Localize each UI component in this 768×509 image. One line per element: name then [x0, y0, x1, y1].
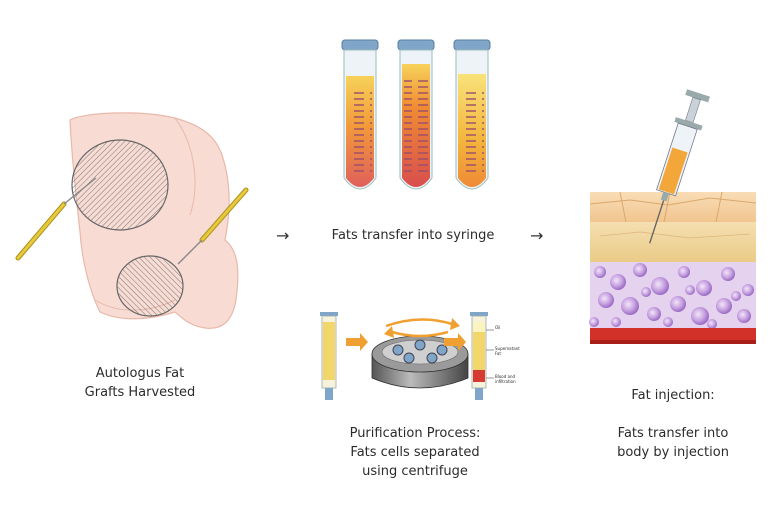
harvest-label-line2: Grafts Harvested — [84, 385, 196, 400]
purification-label: Purification Process: Fats cells separat… — [320, 424, 510, 481]
tube-label-blood: Blood and infiltration — [495, 374, 516, 384]
fat-cell — [696, 280, 712, 296]
fat-cell — [641, 287, 651, 297]
fat-cell — [647, 307, 661, 321]
purification-label-line1: Purification Process: — [349, 426, 481, 441]
fat-cell — [670, 296, 686, 312]
tube-label-oil: Oil — [495, 325, 501, 330]
tube-label-supernatant: Supernatant Fat — [495, 346, 520, 356]
syringe-icon — [662, 96, 692, 206]
fat-cell — [742, 284, 754, 296]
fat-cell — [678, 266, 690, 278]
fat-cell — [737, 309, 751, 323]
fat-cell — [589, 317, 599, 327]
injection-title: Fat injection: — [631, 388, 715, 403]
fat-cell — [721, 267, 735, 281]
harvest-label: Autologus Fat Grafts Harvested — [70, 364, 210, 402]
arrow-1: → — [276, 226, 290, 245]
fat-cell — [707, 319, 717, 329]
fat-cell — [610, 274, 626, 290]
fat-cell — [731, 291, 741, 301]
fat-cell — [598, 292, 614, 308]
fat-cell — [651, 277, 669, 295]
injection-label-line1: Fats transfer into — [617, 426, 729, 441]
fat-cell — [716, 298, 732, 314]
arrow-2: → — [530, 226, 544, 245]
injection-label-line2: body by injection — [617, 445, 729, 460]
fat-cell — [691, 307, 709, 325]
injection-label: Fats transfer into body by injection — [603, 424, 743, 462]
fat-cell — [633, 263, 647, 277]
harvest-label-line1: Autologus Fat — [95, 366, 185, 381]
transfer-label: Fats transfer into syringe — [331, 228, 495, 243]
purification-label-line3: using centrifuge — [362, 464, 468, 479]
fat-cell — [594, 266, 606, 278]
fat-cell — [611, 317, 621, 327]
fat-cell — [663, 317, 673, 327]
purification-label-line2: Fats cells separated — [350, 445, 480, 460]
fat-cell — [621, 297, 639, 315]
fat-cell — [685, 285, 695, 295]
